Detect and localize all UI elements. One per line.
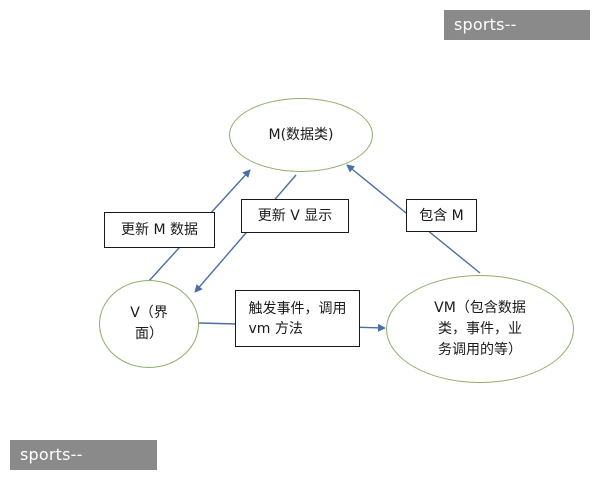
node-view: V（界 面） [99,280,199,368]
arrow-model-to-view [194,174,297,293]
label-contains-m-text: 包含 M [419,207,464,224]
arrows-layer [147,164,481,332]
node-viewmodel: VM（包含数据 类，事件，业 务调用的等） [386,275,574,383]
label-trigger-event: 触发事件，调用 vm 方法 [235,290,360,347]
label-trigger-event-text: 触发事件，调用 vm 方法 [248,300,347,337]
watermark-top: sports--mk.com [444,10,590,64]
node-view-label: V（界 面） [130,305,168,342]
watermark-bottom: sports--mk.com [10,440,157,494]
label-contains-m: 包含 M [406,199,477,232]
label-update-v-display: 更新 V 显示 [241,199,349,233]
label-update-v-display-text: 更新 V 显示 [257,208,333,224]
label-update-m-data-text: 更新 M 数据 [121,222,198,238]
node-model: M(数据类) [229,98,373,172]
node-viewmodel-label: VM（包含数据 类，事件，业 务调用的等） [434,299,526,358]
label-update-m-data: 更新 M 数据 [104,212,215,248]
node-model-label: M(数据类) [268,126,334,143]
